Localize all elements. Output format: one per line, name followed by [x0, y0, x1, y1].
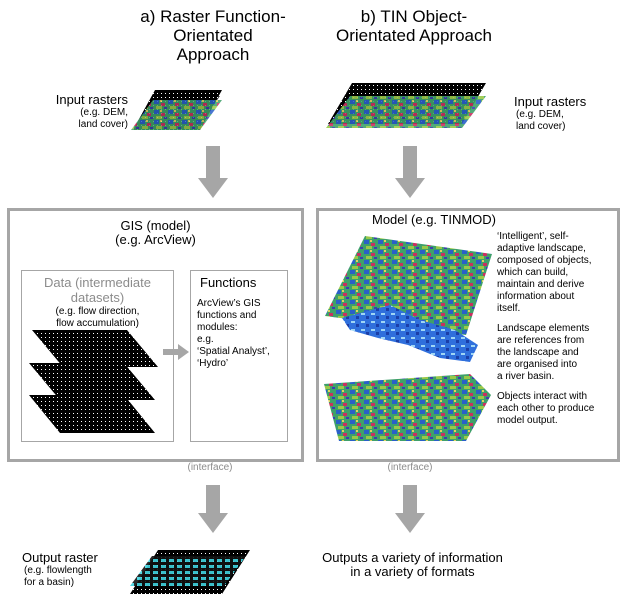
left-input-raster-stack [131, 90, 222, 130]
right-interface-label: (interface) [387, 462, 433, 473]
right-output-arrow [395, 485, 425, 533]
para1-line-7: itself. [497, 303, 521, 314]
para2-line-5: a river basin. [497, 371, 555, 382]
left-input-label: Input rasters (e.g. DEM, land cover) [22, 93, 128, 131]
para1-line-1: ‘Intelligent’, self- [497, 231, 569, 242]
gis-title: GIS (model) [120, 218, 191, 233]
right-title-line-1: b) TIN Object- [360, 7, 468, 26]
data-note-line-1: (e.g. flow direction, [55, 306, 140, 317]
right-input-title: Input rasters [514, 94, 587, 109]
left-output-arrow [198, 485, 228, 533]
right-input-note-1: (e.g. DEM, [516, 109, 564, 120]
data-to-functions-arrow [163, 344, 189, 360]
data-box [21, 270, 174, 442]
left-column-title: a) Raster Function- Orientated Approach [128, 7, 298, 64]
tin-river-basin-surface [342, 305, 478, 362]
para1-line-4: which can build, [497, 267, 569, 278]
functions-title: Functions [200, 275, 257, 290]
functions-box [190, 270, 288, 442]
para3-line-1: Objects interact with [497, 391, 588, 402]
functions-line-2: functions and [197, 310, 257, 321]
left-output-note-1: (e.g. flowlength [24, 565, 92, 576]
para2-line-4: are organised into [497, 359, 578, 370]
para1-line-3: composed of objects, [497, 255, 592, 266]
functions-line-3: modules: [197, 322, 238, 333]
gis-model-box [7, 208, 304, 462]
para2-line-2: are references from [497, 335, 585, 346]
data-title-line-2: datasets) [70, 290, 125, 305]
model-title: Model (e.g. TINMOD) [372, 212, 497, 227]
right-input-arrow [395, 146, 425, 198]
right-output-label: Outputs a variety of information in a va… [300, 551, 525, 579]
functions-text: ArcView’s GIS functions and modules: e.g… [197, 298, 287, 370]
functions-line-1: ArcView’s GIS [197, 298, 261, 309]
para3-line-2: each other to produce [497, 403, 595, 414]
functions-line-5: ‘Spatial Analyst’, [197, 346, 270, 357]
data-note-line-2: flow accumulation) [56, 318, 139, 329]
tinmod-model-box [316, 208, 620, 462]
left-title-line-3: Approach [176, 45, 250, 64]
gis-subtitle: (e.g. ArcView) [115, 232, 196, 247]
para2-line-1: Landscape elements [497, 323, 590, 334]
left-title-line-1: a) Raster Function- [140, 7, 286, 26]
right-title-line-2: Orientated Approach [336, 26, 492, 45]
right-output-line-1: Outputs a variety of information [322, 550, 503, 565]
left-input-title: Input rasters [55, 92, 128, 107]
right-output-line-2: in a variety of formats [350, 564, 475, 579]
model-description: ‘Intelligent’, self- adaptive landscape,… [497, 231, 617, 435]
left-output-note-2: for a basin) [24, 577, 75, 588]
tin-landscape-surface-bottom [324, 374, 491, 441]
model-paragraph-2: Landscape elements are references from t… [497, 323, 617, 383]
data-title-line-1: Data (intermediate [44, 275, 151, 290]
right-column-title: b) TIN Object- Orientated Approach [324, 7, 504, 45]
data-note: (e.g. flow direction, flow accumulation) [21, 306, 174, 330]
functions-line-4: e.g. [197, 334, 214, 345]
left-input-note-2: land cover) [78, 119, 128, 130]
para1-line-6: information about [497, 291, 575, 302]
left-interface-label: (interface) [187, 462, 233, 473]
data-heading: Data (intermediate datasets) [21, 275, 174, 305]
output-raster [130, 550, 250, 594]
right-input-raster-stack [326, 83, 486, 128]
left-output-label: Output raster (e.g. flowlength for a bas… [22, 551, 132, 589]
right-input-note-2: land cover) [516, 121, 566, 132]
para2-line-3: the landscape and [497, 347, 579, 358]
tin-landscape-surface-top [325, 236, 492, 335]
left-title-line-2: Orientated [173, 26, 253, 45]
left-output-title: Output raster [22, 550, 98, 565]
para1-line-2: adaptive landscape, [497, 243, 586, 254]
para1-line-5: maintain and derive [497, 279, 585, 290]
left-input-note-1: (e.g. DEM, [80, 107, 128, 118]
functions-line-6: ‘Hydro’ [197, 358, 229, 369]
right-input-label: Input rasters (e.g. DEM, land cover) [514, 95, 619, 133]
gis-heading: GIS (model) (e.g. ArcView) [7, 219, 304, 247]
model-paragraph-1: ‘Intelligent’, self- adaptive landscape,… [497, 231, 617, 315]
model-paragraph-3: Objects interact with each other to prod… [497, 391, 617, 427]
left-input-arrow [198, 146, 228, 198]
para3-line-3: model output. [497, 415, 558, 426]
intermediate-dataset-layers [29, 330, 158, 433]
